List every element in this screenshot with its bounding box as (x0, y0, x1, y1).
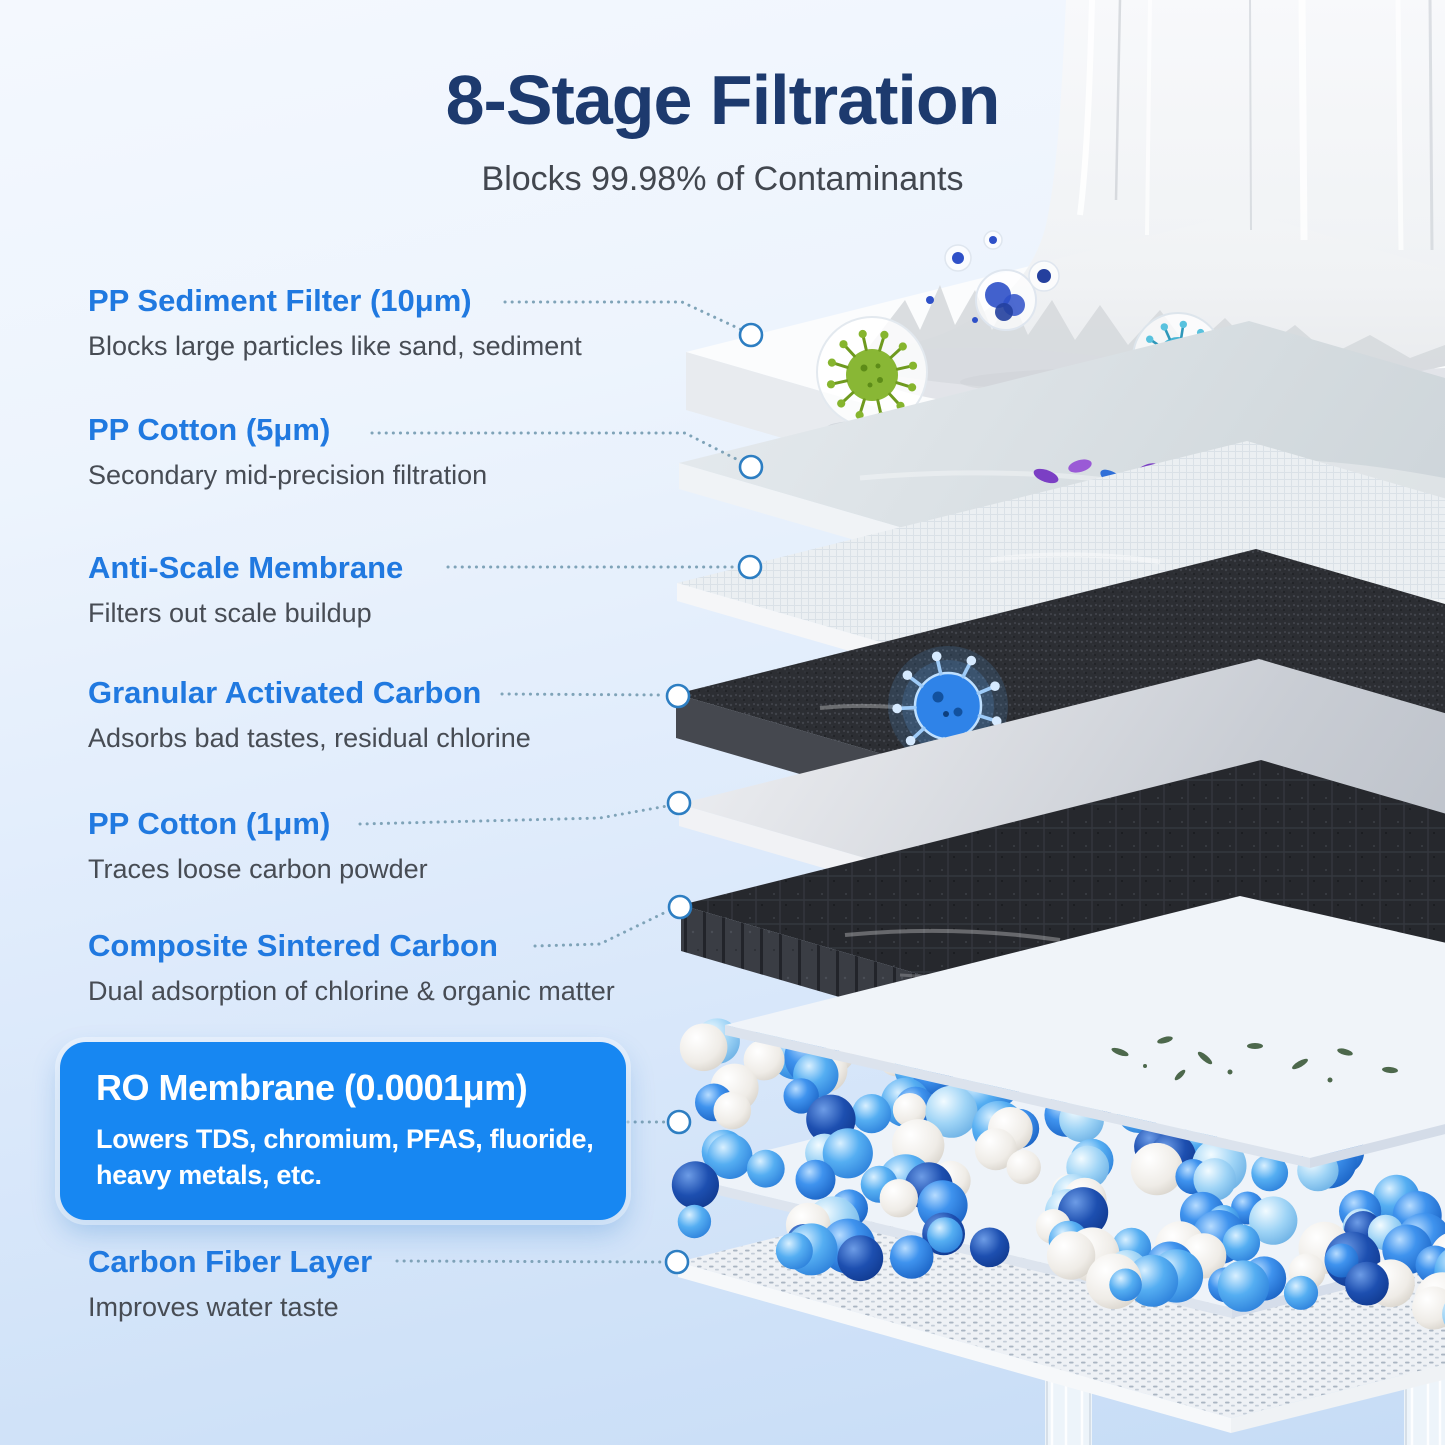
connector-line-5 (358, 804, 669, 826)
bacteria-on-plate (1111, 1036, 1398, 1083)
green-virus-icon (816, 316, 928, 428)
stage-title: Granular Activated Carbon (88, 675, 482, 710)
stage-title: Carbon Fiber Layer (88, 1244, 373, 1279)
connector-line-4 (500, 692, 667, 697)
connector-dot-2 (738, 454, 764, 480)
layer-ro-membrane (671, 896, 1445, 1330)
stage-granular-activated-carbon: Granular Activated Carbon Adsorbs bad ta… (88, 675, 531, 754)
connector-dots (664, 322, 764, 1275)
connector-line-6 (533, 909, 670, 948)
stage-title: PP Sediment Filter (10μm) (88, 283, 472, 318)
stage-anti-scale-membrane: Anti-Scale Membrane Filters out scale bu… (88, 550, 403, 629)
stage-description: Adsorbs bad tastes, residual chlorine (88, 723, 531, 753)
connector-line-2 (370, 431, 746, 465)
stage-pp-cotton-5um: PP Cotton (5μm) Secondary mid-precision … (88, 412, 487, 491)
connector-dot-8 (664, 1249, 690, 1275)
stage-title: PP Cotton (1μm) (88, 806, 331, 841)
connector-dot-5 (666, 790, 692, 816)
ro-top-plate (725, 896, 1445, 1168)
connector-lines (358, 300, 746, 1264)
stage-title: Anti-Scale Membrane (88, 550, 404, 585)
page-subtitle: Blocks 99.98% of Contaminants (481, 160, 964, 198)
stage-description: Blocks large particles like sand, sedime… (88, 331, 582, 361)
stage-title: Composite Sintered Carbon (88, 928, 498, 963)
stage-carbon-fiber-layer: Carbon Fiber Layer Improves water taste (88, 1244, 372, 1323)
stage-description: Filters out scale buildup (88, 598, 372, 628)
stage-pp-sediment-filter: PP Sediment Filter (10μm) Blocks large p… (88, 283, 582, 362)
stage-description: Traces loose carbon powder (88, 854, 428, 884)
stage-description: Dual adsorption of chlorine & organic ma… (88, 976, 615, 1006)
connector-line-1 (503, 300, 744, 332)
stage-ro-membrane-highlight-box: RO Membrane (0.0001μm) Lowers TDS, chrom… (60, 1042, 626, 1221)
connector-line-8 (395, 1259, 665, 1264)
stage-description: Secondary mid-precision filtration (88, 460, 488, 490)
connector-dot-7 (666, 1109, 692, 1135)
stage-title: RO Membrane (0.0001μm) (96, 1067, 528, 1108)
blue-bacteria-cluster-icon (926, 230, 1060, 331)
page-title: 8-Stage Filtration (445, 61, 1001, 139)
stage-pp-cotton-1um: PP Cotton (1μm) Traces loose carbon powd… (88, 806, 428, 885)
connector-dot-4 (665, 683, 691, 709)
connector-dot-3 (737, 554, 763, 580)
stage-description: Improves water taste (88, 1292, 339, 1322)
connector-dot-6 (667, 894, 693, 920)
connector-dot-1 (738, 322, 764, 348)
stage-title: PP Cotton (5μm) (88, 412, 331, 447)
stage-composite-sintered-carbon: Composite Sintered Carbon Dual adsorptio… (88, 928, 615, 1007)
stage-description: Lowers TDS, chromium, PFAS, fluoride, he… (96, 1124, 594, 1190)
